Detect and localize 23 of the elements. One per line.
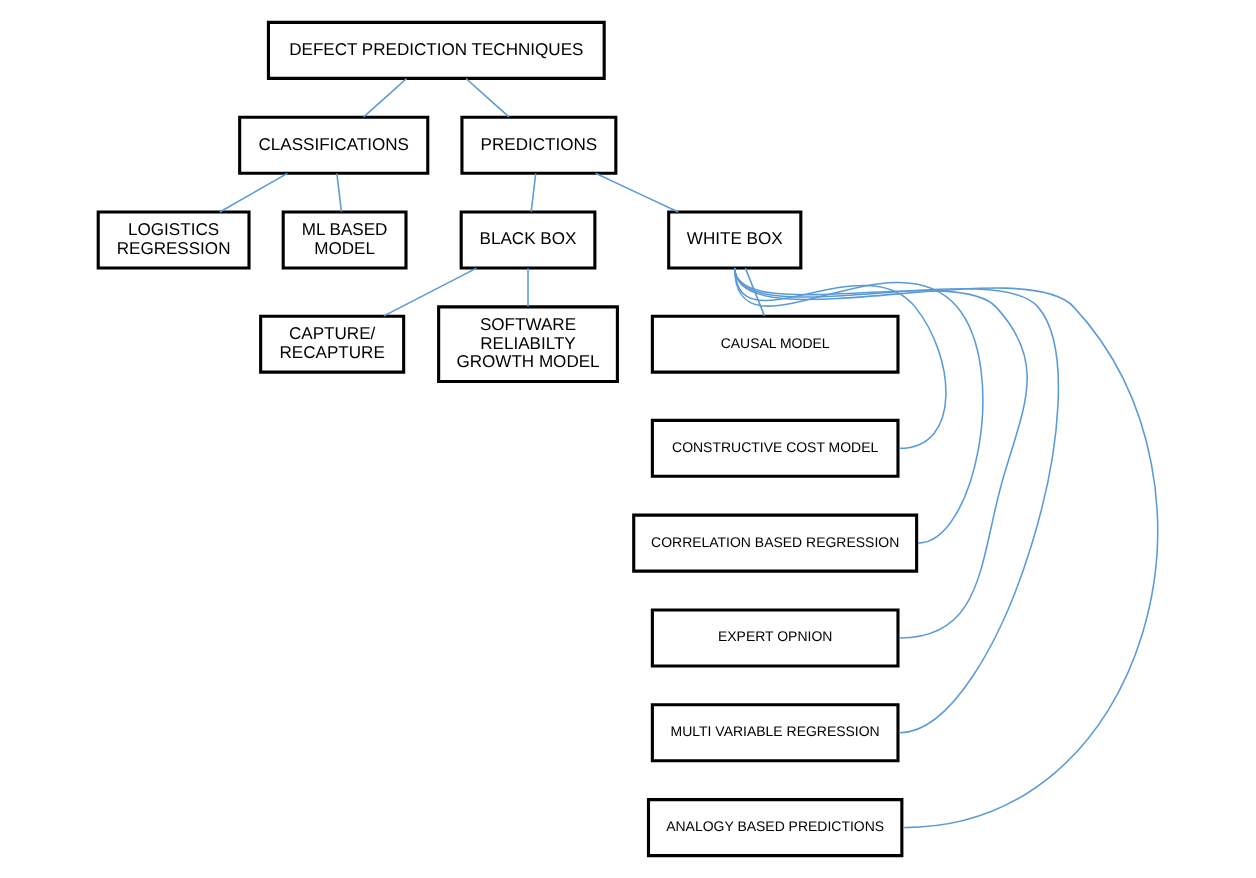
connector <box>362 77 408 118</box>
node-box: CAPTURE/ RECAPTURE <box>259 314 406 374</box>
connector <box>527 267 529 308</box>
node-box: PREDICTIONS <box>460 115 618 175</box>
node-box: ML BASED MODEL <box>281 210 408 270</box>
connector <box>734 267 1028 639</box>
node-box: LOGISTICS REGRESSION <box>96 210 251 270</box>
node-box: WHITE BOX <box>667 210 803 270</box>
node-box: BLACK BOX <box>459 210 597 270</box>
node-box: SOFTWARE RELIABILTY GROWTH MODEL <box>437 305 619 384</box>
connector <box>744 267 766 317</box>
connector <box>336 172 343 213</box>
connector <box>219 172 289 213</box>
connector <box>734 267 984 544</box>
node-box: DEFECT PREDICTION TECHNIQUES <box>266 20 606 80</box>
connector <box>383 267 478 317</box>
connector <box>734 267 1059 734</box>
connector <box>734 267 1159 829</box>
node-box: CLASSIFICATIONS <box>238 115 430 175</box>
connector <box>465 77 510 118</box>
connector <box>594 172 679 213</box>
connector <box>734 267 947 450</box>
connector <box>530 172 537 213</box>
